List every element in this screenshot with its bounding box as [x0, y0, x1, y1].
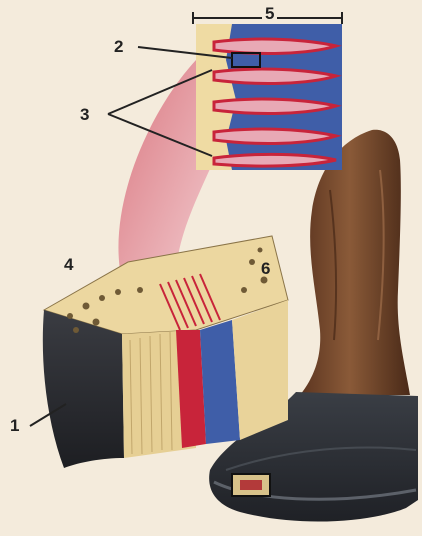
callout-4: 4	[64, 256, 73, 273]
magnified-inset	[196, 24, 342, 170]
callout-1: 1	[10, 417, 19, 434]
cross-section-block	[43, 236, 288, 468]
callout-3: 3	[80, 106, 89, 123]
callout-5: 5	[262, 5, 277, 22]
callout-6: 6	[261, 260, 270, 277]
callout-2: 2	[114, 38, 123, 55]
